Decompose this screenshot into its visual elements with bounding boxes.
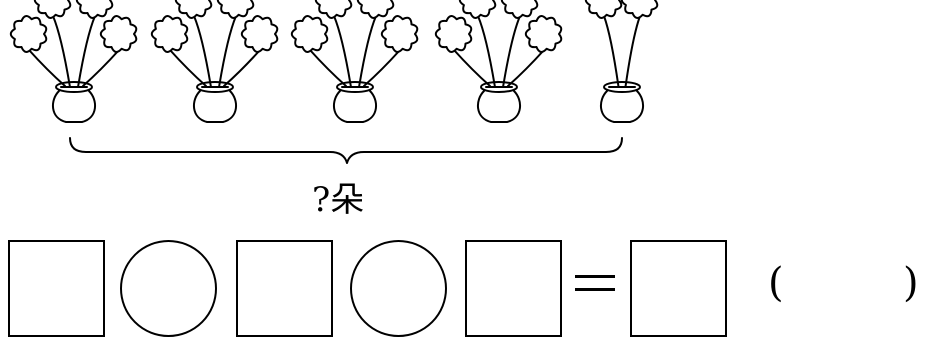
flower-pot [290, 0, 419, 123]
total-flowers-question-label: ?朵 [312, 180, 365, 220]
flower-icon [99, 15, 138, 53]
flower-icon [620, 0, 659, 19]
flower-icon [290, 15, 329, 53]
answer-paren-open: ( [768, 260, 784, 306]
answer-box-1[interactable] [8, 240, 105, 337]
flower-icon [380, 15, 419, 53]
flower-pot [584, 0, 659, 123]
flower-pot [434, 0, 563, 123]
flower-icon [33, 0, 72, 19]
flower-icon [216, 0, 255, 19]
flower-icon [150, 15, 189, 53]
flower-icon [584, 0, 623, 19]
flower-icon [524, 15, 563, 53]
answer-box-3[interactable] [465, 240, 562, 337]
flower-pot [9, 0, 138, 123]
flower-icon [500, 0, 539, 19]
grouping-brace [69, 137, 623, 164]
flower-icon [240, 15, 279, 53]
flower-icon [75, 0, 114, 19]
operator-circle-1[interactable] [120, 240, 217, 337]
answer-paren-close: ) [903, 260, 919, 306]
result-box[interactable] [630, 240, 727, 337]
flower-icon [434, 15, 473, 53]
flower-icon [314, 0, 353, 19]
flower-icon [356, 0, 395, 19]
flower-icon [458, 0, 497, 19]
answer-box-2[interactable] [236, 240, 333, 337]
operator-circle-2[interactable] [350, 240, 447, 337]
flower-pot [150, 0, 279, 123]
flower-icon [174, 0, 213, 19]
flower-icon [9, 15, 48, 53]
equals-sign [575, 270, 615, 296]
